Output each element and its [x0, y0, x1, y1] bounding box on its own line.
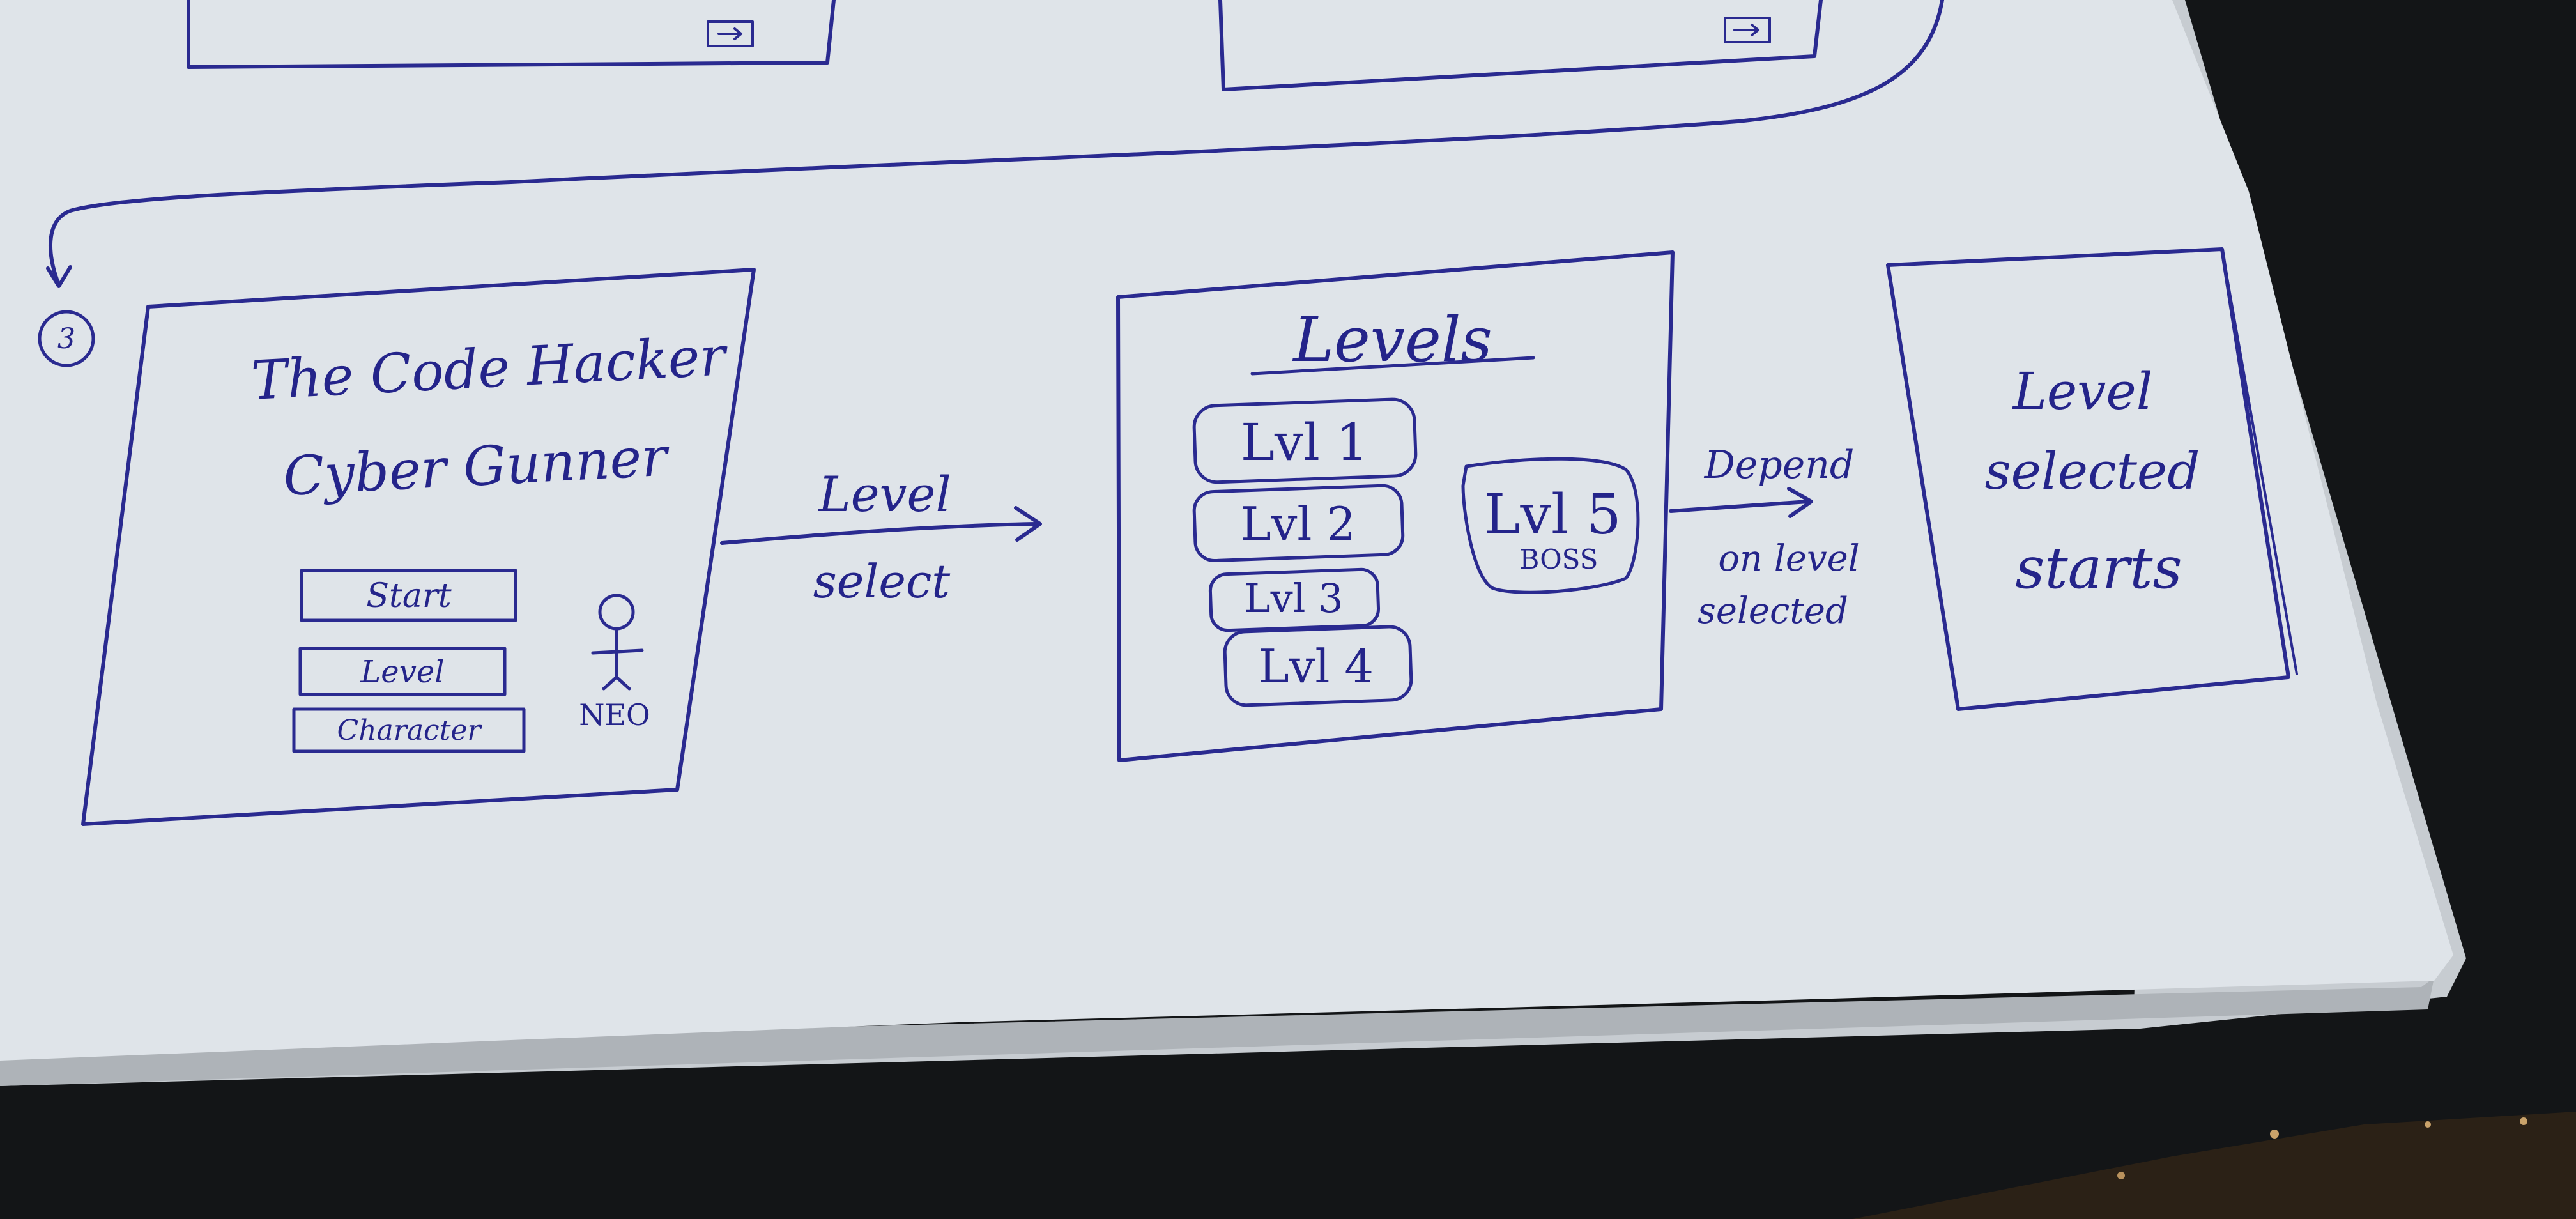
- step-marker-number: 3: [57, 323, 75, 355]
- wood-chip: [2117, 1172, 2125, 1179]
- levels-title-underline: [1250, 356, 1535, 376]
- prev-screen-frame-right: [1218, 0, 1823, 91]
- levels-screen-frame: [1116, 250, 1675, 762]
- character-figure-icon: [591, 594, 644, 691]
- character-name: NEO: [579, 698, 650, 732]
- level-2-label: Lvl 2: [1241, 497, 1356, 551]
- level-1-button[interactable]: [1192, 397, 1418, 484]
- level-start-line2: selected: [1985, 441, 2200, 501]
- arrow-right-icon: [1733, 24, 1759, 36]
- depend-label-line1: Depend: [1704, 443, 1855, 487]
- start-button-label: Start: [366, 577, 451, 615]
- level-3-label: Lvl 3: [1244, 575, 1343, 622]
- start-button[interactable]: [300, 569, 518, 622]
- level-button-label: Level: [360, 654, 444, 690]
- depend-label-line2: on level: [1718, 538, 1859, 579]
- depend-arrowhead: [1787, 487, 1813, 518]
- level-start-line3: starts: [2015, 535, 2182, 602]
- main-menu-screen-frame: [81, 268, 756, 826]
- wood-chip: [2425, 1121, 2431, 1128]
- prev-screen-frame-left: [187, 0, 836, 69]
- paper-sheet: [0, 0, 2453, 1061]
- levels-title: Levels: [1292, 304, 1492, 376]
- wood-chip: [2270, 1130, 2279, 1138]
- level-4-label: Lvl 4: [1259, 640, 1374, 693]
- character-button[interactable]: [292, 707, 526, 753]
- level-button[interactable]: [298, 647, 507, 696]
- level-start-line1: Level: [2012, 362, 2153, 421]
- step-marker: [38, 310, 95, 367]
- next-icon: [1724, 17, 1771, 43]
- level-start-screen-frame: [1886, 247, 2290, 711]
- flow-connector: [48, 0, 1944, 283]
- depend-label-line3: selected: [1698, 590, 1848, 632]
- level-select-label-line2: select: [813, 555, 951, 608]
- wood-debris: [1853, 1112, 2576, 1219]
- level-select-arrow: [720, 522, 1040, 545]
- connector-arrowhead: [46, 265, 72, 288]
- level-2-button[interactable]: [1192, 484, 1405, 563]
- level-3-button[interactable]: [1208, 567, 1381, 632]
- level-1-label: Lvl 1: [1241, 413, 1368, 472]
- character-button-label: Character: [337, 714, 483, 747]
- arrow-right-icon: [717, 27, 742, 40]
- depend-arrow: [1669, 500, 1810, 513]
- next-icon: [707, 20, 754, 47]
- level-5-label: Lvl 5: [1483, 483, 1621, 547]
- level-4-button[interactable]: [1223, 625, 1413, 707]
- level-select-label-line1: Level: [817, 466, 951, 523]
- level-5-boss-button[interactable]: [1461, 457, 1640, 594]
- level-select-arrowhead: [1014, 506, 1042, 542]
- level-start-frame-edge: [2221, 248, 2298, 675]
- paper-stack-shadow: [0, 977, 2434, 1086]
- boss-label: BOSS: [1520, 544, 1598, 575]
- wood-chip: [2520, 1117, 2527, 1125]
